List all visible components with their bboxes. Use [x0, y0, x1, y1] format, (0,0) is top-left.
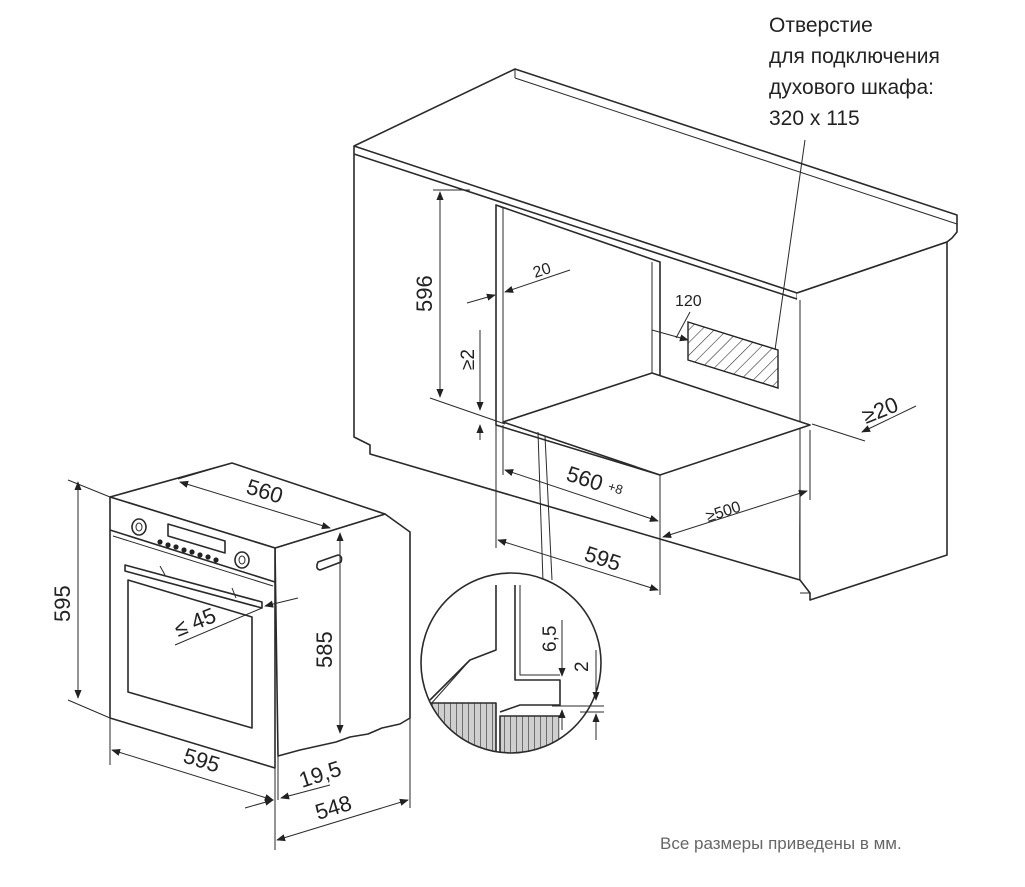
- hole-note-line-4: 320 х 115: [769, 107, 860, 130]
- dim-detail-a: 6,5: [540, 626, 561, 652]
- dim-oven-depth: 548: [312, 790, 354, 825]
- hole-note-line-3: духового шкафа:: [769, 76, 934, 99]
- dim-cab-height: 596: [412, 275, 437, 312]
- dim-oven-body-height: 585: [312, 631, 337, 668]
- oven-drawing: 560 595 585 ≤ 45 595 19,5 548: [50, 462, 411, 850]
- hole-note-line-1: Отверстие: [769, 14, 873, 37]
- dim-hole-offset: 120: [675, 293, 702, 310]
- connection-hole: [687, 321, 779, 389]
- dim-detail-b: 2: [572, 661, 593, 672]
- detail-view: 6,5 2: [420, 572, 604, 754]
- footer-note: Все размеры приведены в мм.: [660, 834, 902, 853]
- left-knob-icon: [131, 518, 147, 536]
- dim-front-depth: 19,5: [296, 756, 344, 793]
- dim-oven-height: 595: [50, 585, 75, 622]
- oven-body-side: [274, 513, 411, 757]
- dim-cab-gap-min: ≥2: [458, 349, 479, 370]
- buttons-icon: [157, 539, 219, 563]
- hole-note: Отверстие для подключения духового шкафа…: [769, 10, 940, 134]
- oven-window: [127, 579, 253, 729]
- control-panel: [109, 529, 276, 583]
- dim-cab-inner-width-tol: +8: [606, 479, 625, 498]
- display-icon: [167, 523, 226, 554]
- hole-note-line-2: для подключения: [769, 45, 940, 68]
- dim-cab-width: 595: [581, 541, 624, 576]
- niche-floor: [502, 372, 811, 476]
- cabinet-drawing: 596 ≥2 20 120 ≥20 560 +8 ≥500 595: [353, 68, 958, 601]
- right-knob-icon: [234, 551, 250, 569]
- dim-cab-gap-top: 20: [531, 260, 553, 282]
- cabinet-right-side: [796, 241, 948, 601]
